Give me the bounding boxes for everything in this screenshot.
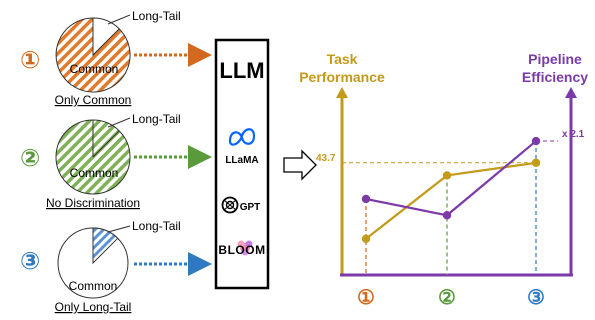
- right-axis-label: Pipeline Efficiency: [522, 51, 588, 85]
- long-tail-label-2: Long-Tail: [132, 112, 181, 126]
- task-value-annotation: 43.7: [316, 153, 336, 164]
- common-label-2: Common: [70, 166, 119, 180]
- llm-title: LLM: [219, 58, 264, 83]
- row-number-1: ①: [20, 47, 40, 74]
- pie-chart-only-long-tail: [57, 227, 129, 299]
- point-task-1: [361, 234, 371, 243]
- caption-only-common: Only Common: [55, 93, 132, 107]
- pie-chart-only-common: [55, 17, 131, 93]
- row-number-2: ②: [20, 145, 40, 172]
- row-only-common: ① Long-Tail Common Only Common: [20, 9, 212, 107]
- row-only-long-tail: ③ Long-Tail Common Only Long-Tail: [20, 219, 212, 314]
- common-label-3: Common: [69, 279, 118, 293]
- llm-box: LLM LLaMA GPT BLOOM: [214, 38, 270, 290]
- efficiency-gain-annotation: x 2.1: [562, 129, 585, 140]
- chart-guides: [342, 140, 558, 275]
- row-no-discrimination: ② Long-Tail Common No Discrimination: [20, 112, 212, 210]
- right-axis-label-line-1: Pipeline: [528, 51, 582, 67]
- point-task-3: [531, 158, 541, 167]
- bloom-flower-icon: [237, 240, 253, 256]
- model-name-llama: LLaMA: [225, 155, 258, 166]
- model-name-gpt: GPT: [240, 202, 261, 213]
- x-tick-label-2: ②: [438, 287, 456, 309]
- left-axis-label-line-2: Performance: [299, 69, 385, 85]
- long-tail-label-1: Long-Tail: [132, 9, 181, 23]
- left-axis-arrowhead: [336, 87, 348, 98]
- meta-infinity-icon: [228, 128, 256, 146]
- right-axis-arrowhead: [565, 87, 577, 98]
- openai-knot-icon: [221, 196, 239, 214]
- point-efficiency-1: [361, 194, 371, 204]
- caption-no-discrimination: No Discrimination: [46, 196, 140, 210]
- series-line-pipeline-efficiency: [365, 140, 537, 217]
- right-axis-label-line-2: Efficiency: [522, 69, 588, 85]
- model-name-bloom: BLOOM: [218, 243, 265, 257]
- common-label-1: Common: [70, 62, 119, 76]
- x-tick-label-1: ①: [357, 287, 375, 309]
- caption-only-long-tail: Only Long-Tail: [55, 300, 132, 314]
- performance-efficiency-chart: Task Performance Pipeline Efficiency 43.…: [299, 51, 588, 309]
- chart-lines: [361, 136, 541, 243]
- x-tick-label-3: ③: [527, 287, 545, 309]
- pie-chart-no-discrimination: [55, 119, 131, 195]
- point-efficiency-2: [442, 211, 452, 220]
- row-number-3: ③: [20, 248, 40, 275]
- left-axis-label-line-1: Task: [327, 51, 358, 67]
- chart-ticks: ① ② ③: [357, 287, 545, 309]
- long-tail-label-3: Long-Tail: [132, 219, 181, 233]
- left-axis-label: Task Performance: [299, 51, 385, 85]
- point-efficiency-3: [531, 136, 541, 146]
- output-arrow: [283, 149, 317, 181]
- point-task-2: [442, 171, 452, 180]
